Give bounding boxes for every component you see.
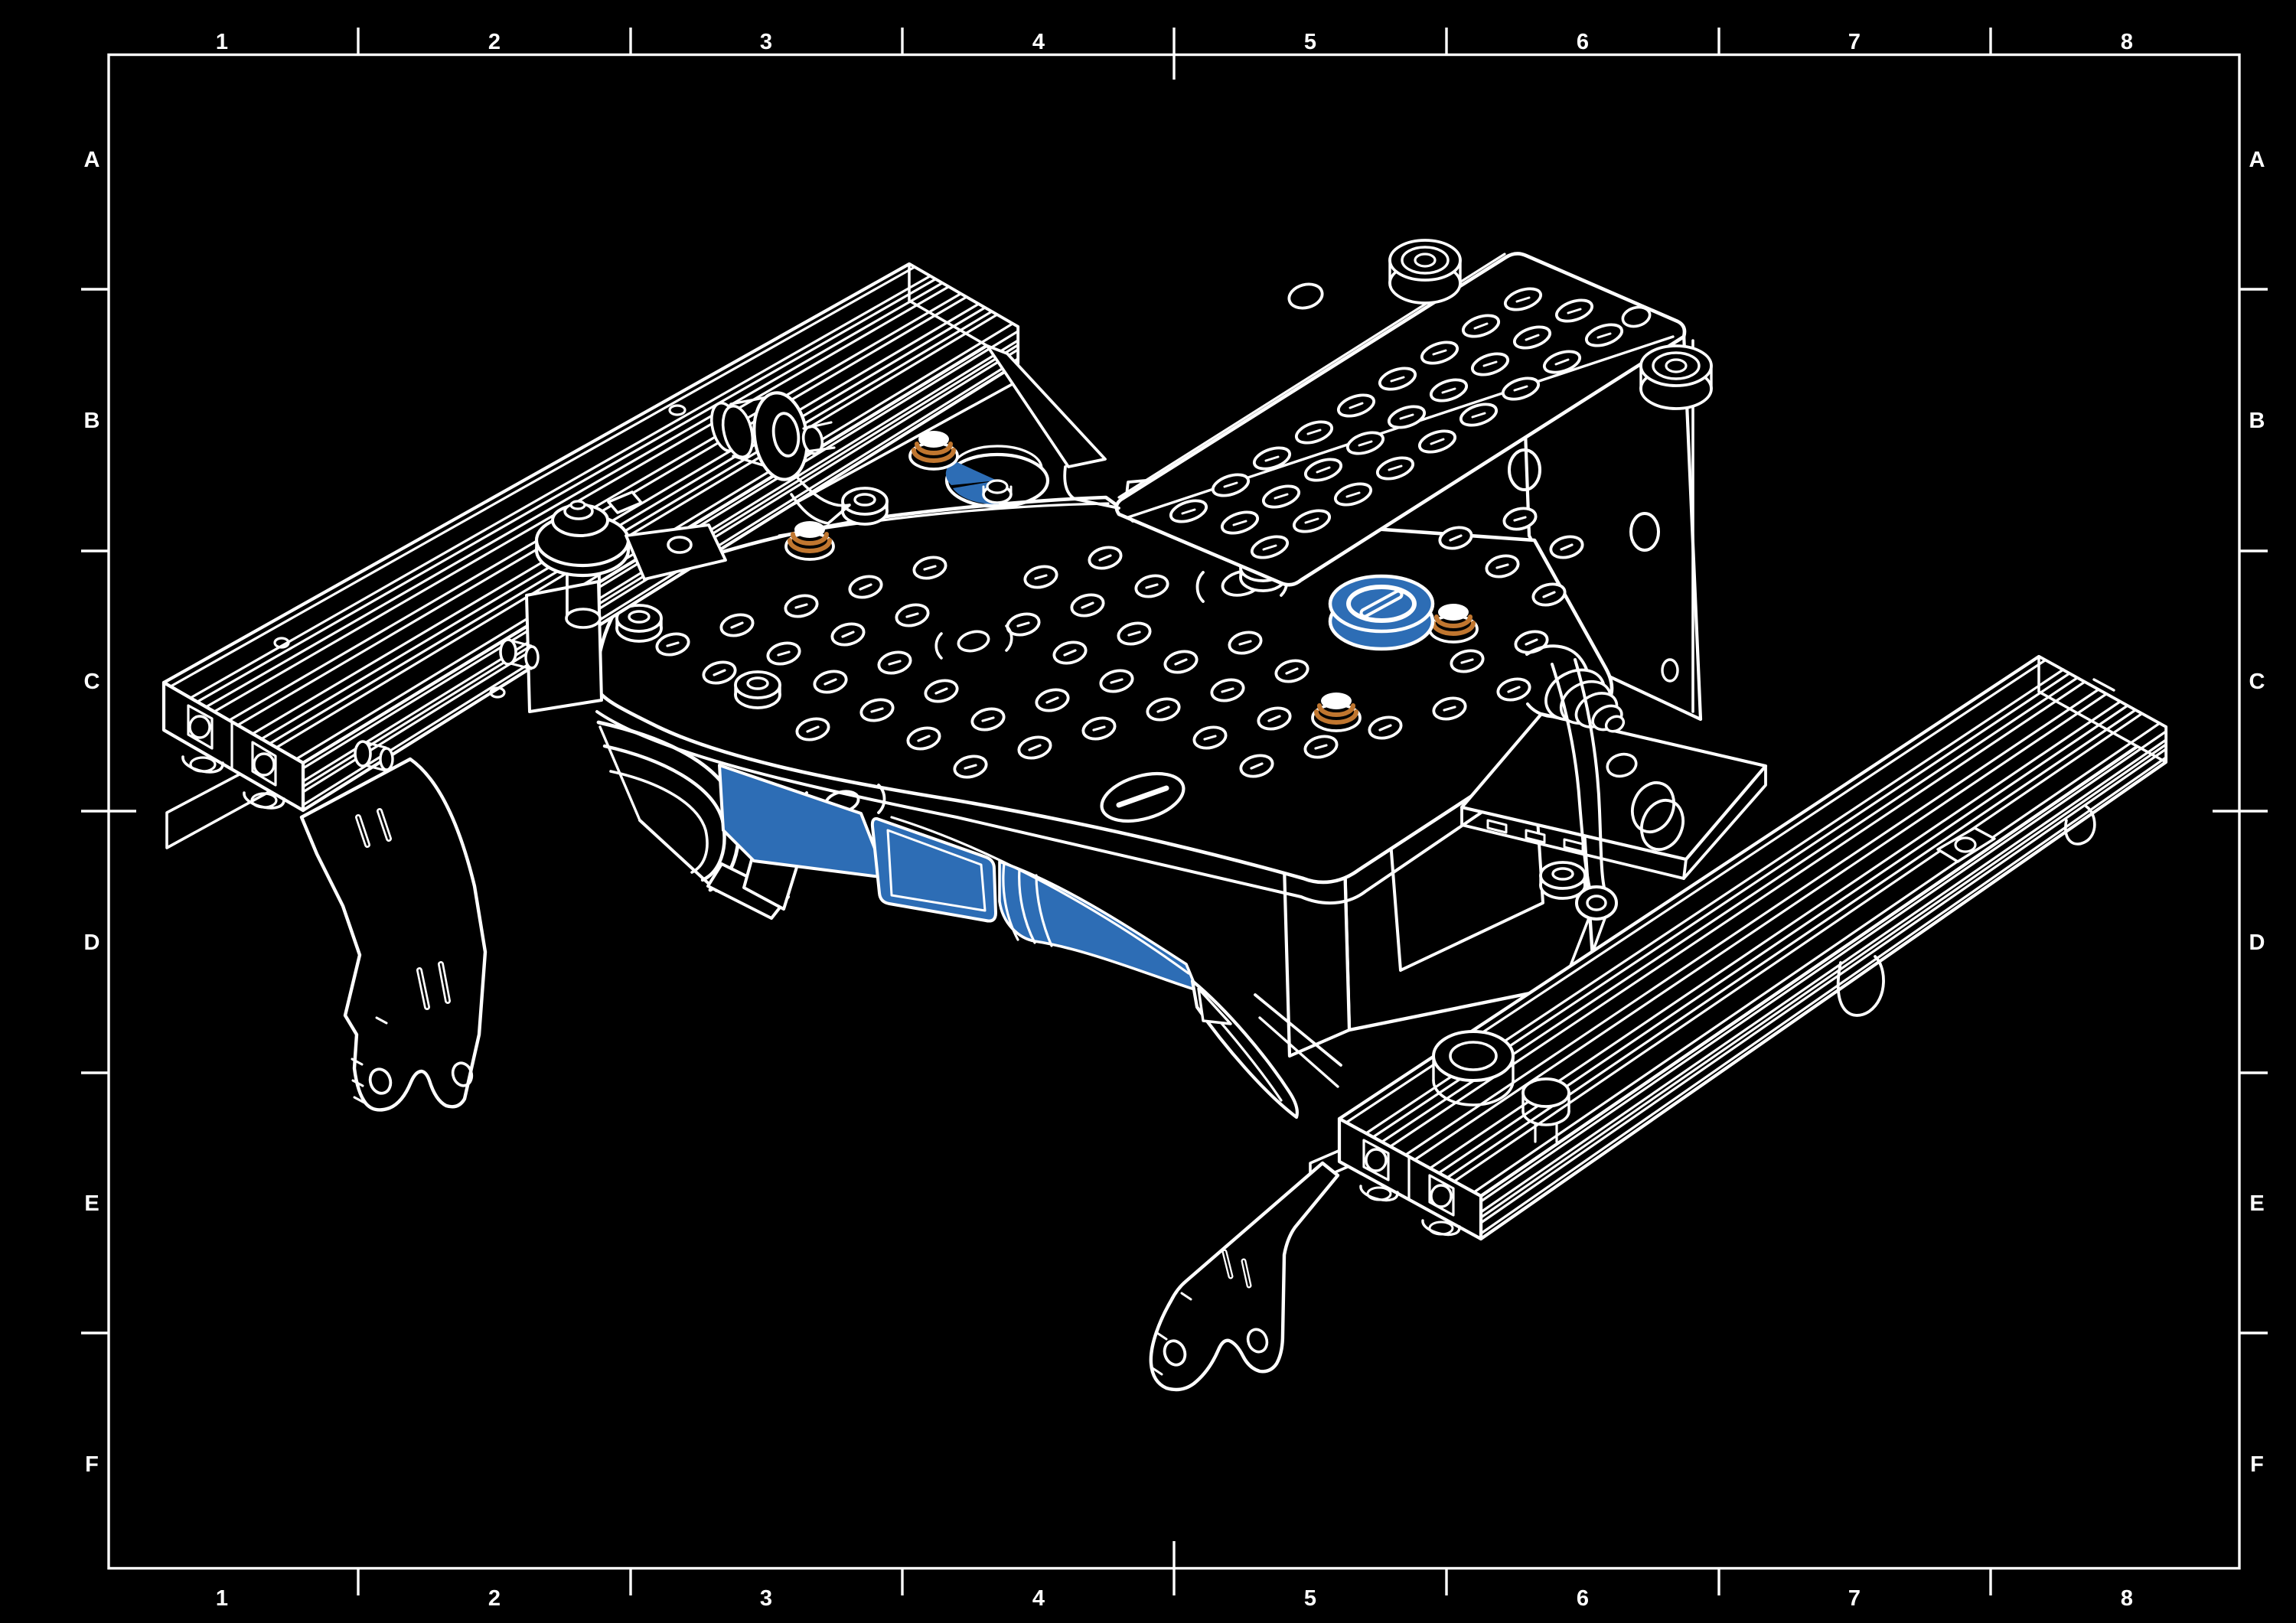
svg-text:4: 4 [1032,1586,1045,1611]
svg-text:A: A [84,148,100,172]
svg-text:D: D [2249,930,2265,955]
svg-text:6: 6 [1577,1586,1589,1611]
svg-text:F: F [85,1452,99,1477]
svg-text:5: 5 [1304,30,1316,54]
svg-text:5: 5 [1304,1586,1316,1611]
svg-text:E: E [2249,1191,2264,1216]
svg-text:B: B [84,409,100,433]
svg-text:8: 8 [2121,1586,2133,1611]
svg-text:1: 1 [216,1586,228,1611]
svg-text:2: 2 [488,30,501,54]
svg-text:3: 3 [760,30,772,54]
svg-text:A: A [2249,148,2265,172]
svg-text:2: 2 [488,1586,501,1611]
svg-text:C: C [2249,670,2265,694]
svg-text:D: D [84,930,100,955]
svg-text:3: 3 [760,1586,772,1611]
svg-text:F: F [2250,1452,2264,1477]
svg-text:7: 7 [1848,1586,1861,1611]
svg-text:7: 7 [1848,30,1861,54]
svg-text:4: 4 [1032,30,1045,54]
svg-text:1: 1 [216,30,228,54]
svg-text:E: E [84,1191,99,1216]
svg-text:6: 6 [1577,30,1589,54]
svg-text:B: B [2249,409,2265,433]
svg-text:8: 8 [2121,30,2133,54]
svg-text:C: C [84,670,100,694]
